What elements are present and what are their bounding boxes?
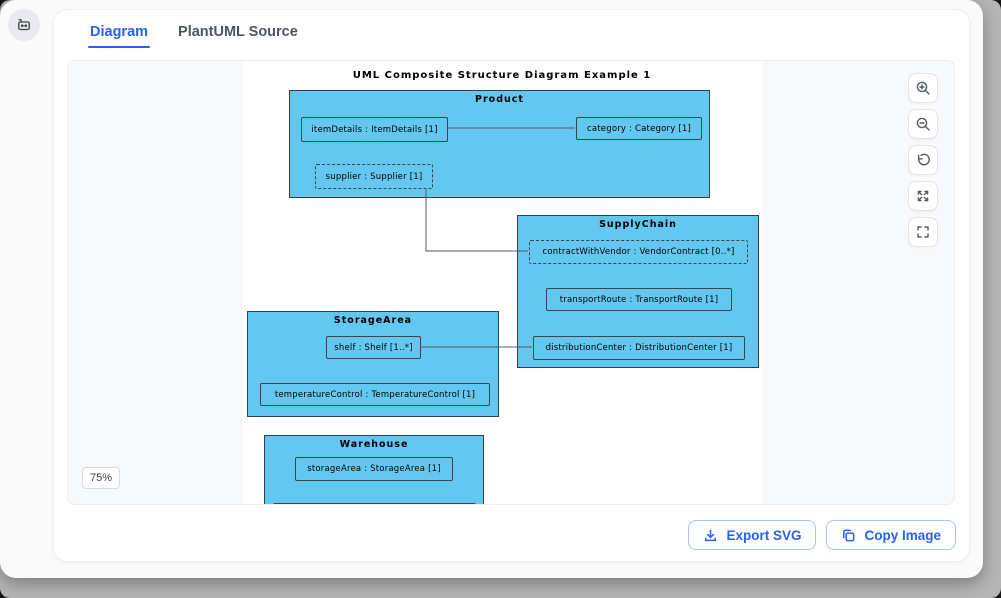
component-warehouse: Warehouse storageArea : StorageArea [1] — [264, 435, 484, 504]
component-title: StorageArea — [333, 315, 413, 326]
zoom-in-icon — [916, 81, 930, 95]
reset-view-button[interactable] — [908, 145, 938, 175]
part-temperaturecontrol: temperatureControl : TemperatureControl … — [260, 383, 490, 406]
arrows-out-icon — [917, 190, 929, 202]
rotate-left-icon — [917, 153, 930, 166]
part-shelf: shelf : Shelf [1..*] — [326, 336, 421, 359]
download-icon — [705, 529, 717, 541]
part-supplier: supplier : Supplier [1] — [315, 164, 433, 189]
copy-icon — [843, 529, 855, 541]
viewer-panel: Diagram PlantUML Source UML Composite St… — [53, 9, 970, 562]
zoom-out-icon — [916, 117, 930, 131]
export-svg-label: Export SVG — [726, 527, 802, 543]
part-itemdetails: itemDetails : ItemDetails [1] — [301, 117, 448, 142]
diagram-image: UML Composite Structure Diagram Example … — [242, 61, 762, 504]
part-storagearea: storageArea : StorageArea [1] — [295, 457, 453, 481]
expand-button[interactable] — [908, 181, 938, 211]
component-title: SupplyChain — [599, 219, 677, 230]
component-title: Product — [475, 94, 524, 105]
tab-plantuml-source[interactable]: PlantUML Source — [178, 24, 298, 40]
zoom-controls — [908, 73, 938, 247]
part-distributioncenter: distributionCenter : DistributionCenter … — [533, 336, 745, 360]
robot-icon — [18, 19, 30, 31]
tab-bar: Diagram PlantUML Source — [54, 10, 969, 60]
part-transportroute: transportRoute : TransportRoute [1] — [546, 288, 732, 311]
copy-image-label: Copy Image — [864, 527, 941, 543]
component-title: Warehouse — [339, 439, 409, 450]
zoom-level-badge: 75% — [82, 467, 120, 489]
component-product: Product itemDetails : ItemDetails [1] ca… — [289, 90, 710, 198]
export-svg-button[interactable]: Export SVG — [688, 520, 817, 550]
part-contractwithvendor: contractWithVendor : VendorContract [0..… — [529, 240, 748, 264]
diagram-canvas[interactable]: UML Composite Structure Diagram Example … — [67, 60, 955, 505]
footer-actions: Export SVG Copy Image — [688, 520, 956, 550]
robot-button[interactable] — [8, 9, 40, 41]
copy-image-button[interactable]: Copy Image — [826, 520, 956, 550]
zoom-in-button[interactable] — [908, 73, 938, 103]
tab-diagram[interactable]: Diagram — [88, 20, 151, 50]
part-cutoff — [273, 503, 476, 504]
fullscreen-icon — [917, 226, 929, 238]
fullscreen-button[interactable] — [908, 217, 938, 247]
part-category: category : Category [1] — [576, 117, 702, 140]
diagram-title: UML Composite Structure Diagram Example … — [352, 70, 652, 81]
component-storagearea: StorageArea shelf : Shelf [1..*] tempera… — [247, 311, 499, 417]
component-supplychain: SupplyChain contractWithVendor : VendorC… — [517, 215, 759, 368]
app-window: Diagram PlantUML Source UML Composite St… — [0, 0, 983, 578]
zoom-out-button[interactable] — [908, 109, 938, 139]
